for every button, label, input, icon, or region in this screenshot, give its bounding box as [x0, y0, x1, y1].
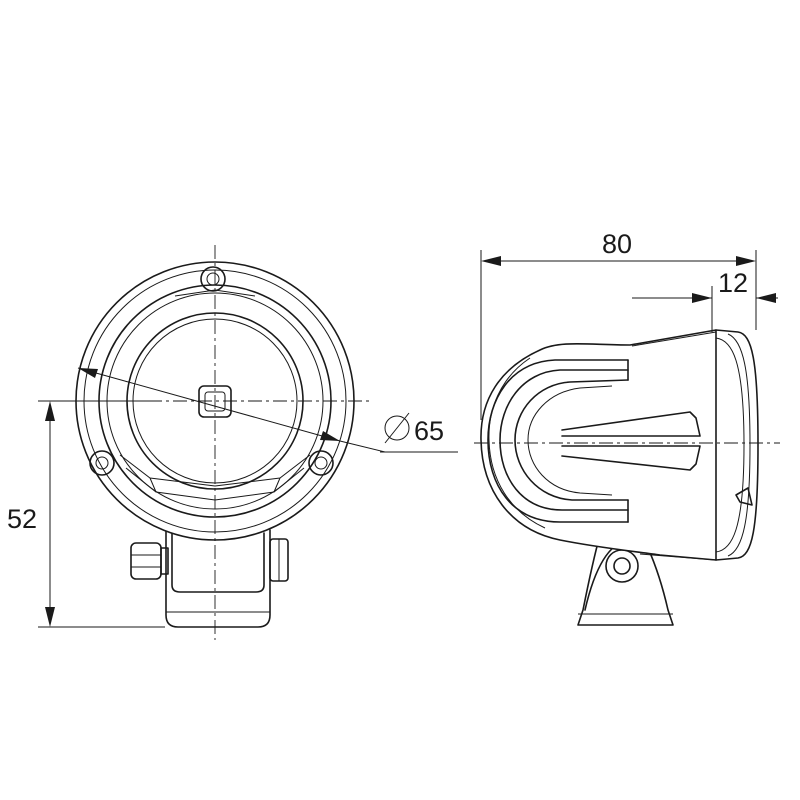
side-view: 80 12 — [474, 229, 780, 626]
front-mount-bracket — [130, 529, 289, 628]
screw-left — [89, 450, 115, 476]
side-housing — [480, 329, 759, 561]
height-label: 52 — [7, 504, 37, 534]
depth-dimension: 80 — [480, 229, 757, 420]
diameter-dimension: 65 — [77, 367, 458, 453]
front-view: 65 52 — [7, 245, 458, 640]
screw-right — [308, 450, 334, 476]
screw-top — [200, 266, 226, 292]
lens-depth-label: 12 — [718, 268, 748, 298]
depth-label: 80 — [602, 229, 632, 259]
diameter-label: 65 — [414, 416, 444, 446]
lens-depth-dimension: 12 — [632, 268, 778, 332]
height-dimension: 52 — [7, 400, 165, 628]
